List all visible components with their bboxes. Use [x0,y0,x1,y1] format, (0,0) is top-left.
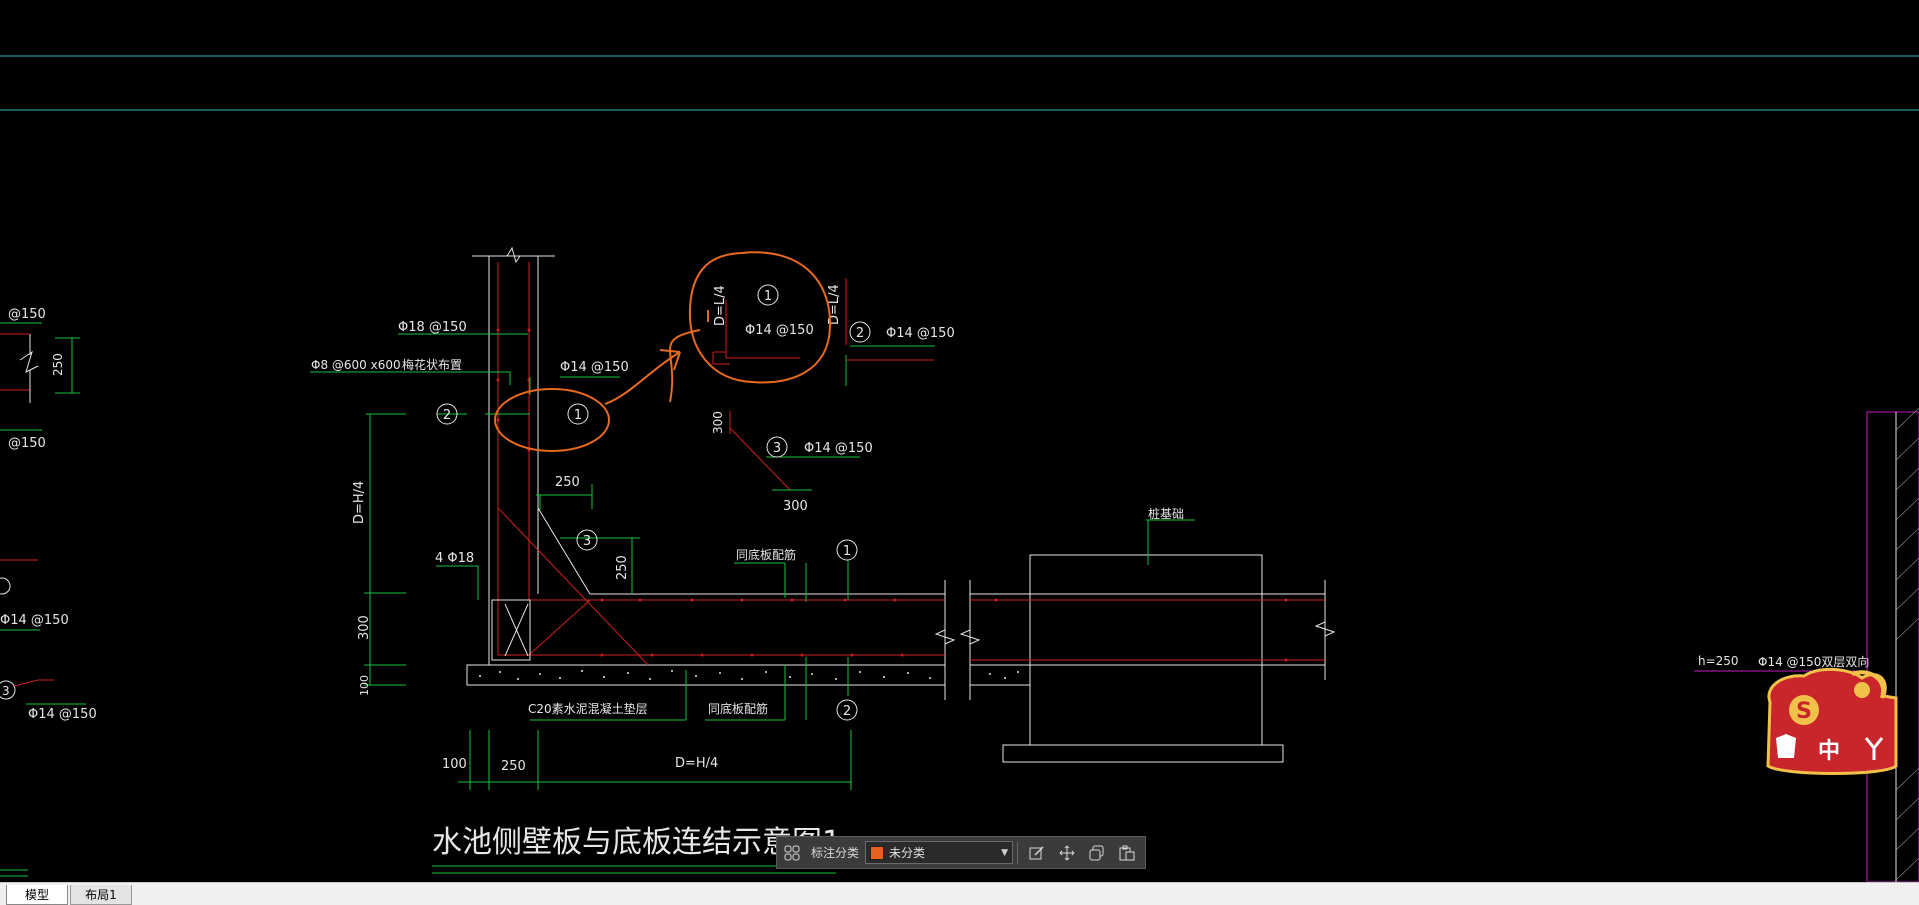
category-color-swatch [870,845,885,860]
callout-1-wall: 1 [574,408,582,423]
label-phi18-150: Φ18 @150 [398,320,467,335]
dim-100-bottom: 100 [442,757,467,772]
callout-2-slab: 2 [843,704,851,719]
category-select[interactable]: 未分类 ▼ [865,841,1014,864]
dim-250-horizontal: 250 [555,475,580,490]
label-tongdiban-bottom: 同底板配筋 [708,701,768,716]
label-phi14-150-detail3: Φ14 @150 [804,441,873,456]
rebar-callout-circles [436,284,871,721]
edit-icon[interactable] [1025,841,1049,865]
move-icon[interactable] [1055,841,1079,865]
dim-dh4-vertical: D=H/4 [352,481,367,524]
right-wall-hatch [1694,407,1919,882]
badge-zh: 中 [1818,739,1840,764]
label-phi14-150-detail2: Φ14 @150 [886,326,955,341]
left-label-phi150-b: @150 [8,436,46,451]
copy-icon[interactable] [1085,841,1109,865]
sogou-ime-badge[interactable]: S 中 [1764,668,1900,784]
left-circle-3-label: 3 [2,684,10,698]
label-4phi18: 4 Φ18 [435,551,474,566]
dim-300-vertical: 300 [357,615,372,640]
callout-2-left: 2 [443,408,451,423]
label-phi14-double: Φ14 @150双层双向 [1758,654,1869,669]
callout-1-detail: 1 [764,289,772,304]
shirt-icon [1776,734,1796,758]
dim-100-vertical: 100 [358,675,371,696]
chevron-down-icon: ▼ [1001,847,1009,858]
antenna-icon [1864,737,1884,760]
wall-slab-section [466,246,1336,763]
label-pile-foundation: 桩基础 [1148,506,1184,521]
label-phi14-150-detail1: Φ14 @150 [745,323,814,338]
label-tongdiban-top: 同底板配筋 [736,547,796,562]
callout-3-haunch: 3 [583,534,591,549]
dim-dl4-b: D=L/4 [827,284,842,325]
orange-markup-annotation [494,251,832,452]
label-c20-cushion: C20素水泥混凝土垫层 [528,701,648,716]
layout-tab-bar: 模型 布局1 [0,882,1919,905]
toolbar-category-label: 标注分类 [811,846,860,860]
dim-250-vertical: 250 [615,555,630,580]
dim-250-bottom: 250 [501,759,526,774]
toolbar-separator [1017,841,1019,864]
dim-dh4-horizontal: D=H/4 [675,756,718,771]
left-partial-detail: @150 @150 250 Φ14 @150 Φ14 @150 3 [0,307,97,877]
left-label-phi150-a: @150 [8,307,46,322]
tab-layout1[interactable]: 布局1 [70,885,132,905]
grid-apps-icon[interactable] [780,841,804,865]
paste-icon[interactable] [1115,841,1139,865]
tab-model[interactable]: 模型 [6,885,68,905]
dimension-lines [310,278,1195,874]
category-select-value: 未分类 [889,846,926,860]
callout-3-detail: 3 [773,441,781,456]
dim-300-detail-top: 300 [711,411,725,434]
dim-dl4-a: D=L/4 [713,285,728,326]
left-label-phi14-b: Φ14 @150 [28,707,97,722]
drawing-title: 水池侧壁板与底板连结示意图1 [432,825,841,860]
callout-2-detail: 2 [856,326,864,341]
label-h250: h=250 [1698,654,1739,668]
annotation-category-toolbar: 标注分类 未分类 ▼ [776,836,1146,869]
cad-drawing-canvas[interactable]: @150 @150 250 Φ14 @150 Φ14 @150 3 [0,0,1919,882]
label-phi14-150-wall: Φ14 @150 [560,360,629,375]
dim-300-detail3: 300 [783,499,808,514]
label-phi8-600: Φ8 @600 x600 [311,358,401,372]
left-dim-250: 250 [51,353,65,376]
label-meihua: 梅花状布置 [402,357,462,372]
callout-1-slab: 1 [843,544,851,559]
badge-letter: S [1796,699,1812,724]
left-label-phi14-a: Φ14 @150 [0,613,69,628]
